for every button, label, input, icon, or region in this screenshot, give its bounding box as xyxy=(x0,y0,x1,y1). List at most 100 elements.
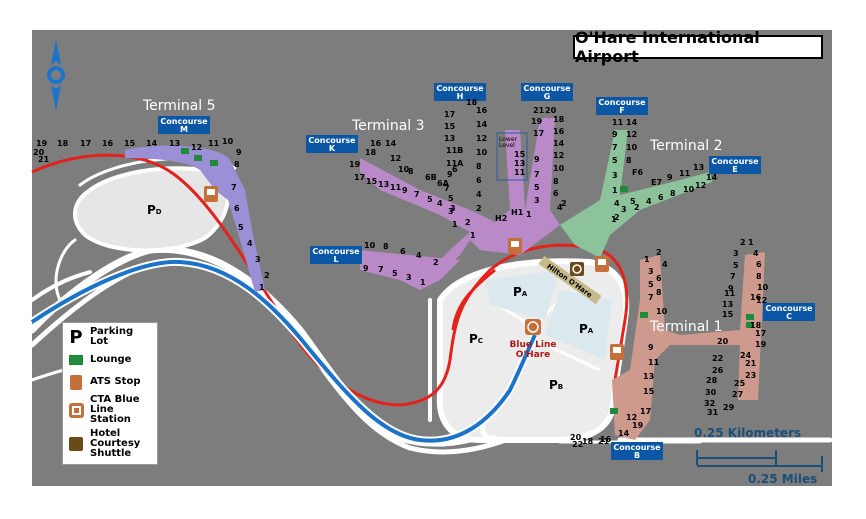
gate-t5: 12 xyxy=(191,143,202,152)
concourse-e-letter: E xyxy=(732,165,737,174)
gate-t5: 5 xyxy=(238,223,244,232)
lounge-icon xyxy=(210,160,218,166)
gate-h: 13 xyxy=(444,134,455,143)
gate-t5: 17 xyxy=(80,139,91,148)
gate-g: 1 xyxy=(526,210,532,219)
gate-g: 20 xyxy=(545,106,557,115)
gate-c: 1 xyxy=(748,238,754,247)
gate-h: 5 xyxy=(448,194,454,203)
scale-bar xyxy=(696,450,823,472)
gate-e: 12 xyxy=(695,181,706,190)
gate-b: 1 xyxy=(644,255,650,264)
gate-h: 8 xyxy=(476,162,482,171)
lounge-icon xyxy=(194,155,202,161)
gate-f: 4 xyxy=(614,199,620,208)
scale-km-label: 0.25 Kilometers xyxy=(694,426,802,440)
gate-k: 11 xyxy=(390,183,402,192)
gate-b: 20 xyxy=(570,433,582,442)
parking-icon: P xyxy=(69,326,83,348)
gate-t5: 21 xyxy=(38,155,50,164)
gate-g: 8 xyxy=(553,177,559,186)
gate-g: 9 xyxy=(534,155,540,164)
terminal-1-building xyxy=(612,252,765,440)
red-road-inner xyxy=(451,268,496,331)
parking-letters: PD PA PC PA PB xyxy=(147,203,594,392)
gate-h: 12 xyxy=(476,134,487,143)
compass-north-label: N xyxy=(52,53,60,64)
gate-k: 13 xyxy=(378,180,389,189)
terminal-5-label: Terminal 5 xyxy=(142,98,216,114)
gate-t5: 10 xyxy=(222,137,234,146)
gate-e: 8 xyxy=(670,189,676,198)
hotel-shuttle-marker xyxy=(570,262,584,276)
gate-k: 12 xyxy=(390,154,401,163)
gate-l: 3 xyxy=(406,273,412,282)
legend-row-ats: ATS Stop xyxy=(67,373,153,391)
gate-t5: 16 xyxy=(102,139,114,148)
gate-c: 24 xyxy=(740,351,752,360)
gate-e: 5 xyxy=(630,197,636,206)
gate-l: 9 xyxy=(363,264,369,273)
gate-f: 10 xyxy=(626,143,638,152)
gate-g: 11 xyxy=(514,168,526,177)
gate-c: 21 xyxy=(745,359,757,368)
gate-b: 6 xyxy=(656,274,662,283)
gate-c: 16 xyxy=(750,293,762,302)
concourse-k-letter: K xyxy=(329,144,336,153)
gate-g: 12 xyxy=(553,151,564,160)
gate-b: 7 xyxy=(648,293,654,302)
gate-b: 21 xyxy=(598,437,610,446)
gate-c: 9 xyxy=(728,284,734,293)
gate-f: 7 xyxy=(612,143,618,152)
gate-b: 17 xyxy=(640,407,651,416)
legend-text: Lounge xyxy=(90,354,132,365)
gate-e: 6 xyxy=(658,193,664,202)
gate-c: 23 xyxy=(745,371,756,380)
gate-c: 18 xyxy=(750,321,762,330)
gate-k: 6B xyxy=(425,173,437,182)
gate-h: 6 xyxy=(476,176,482,185)
gate-t5: 15 xyxy=(124,139,136,148)
gate-t5: 6 xyxy=(234,204,240,213)
gate-b: 9 xyxy=(648,343,654,352)
gate-c: 20 xyxy=(717,337,729,346)
gate-f: 1 xyxy=(612,186,618,195)
gate-c: 10 xyxy=(757,283,769,292)
compass-rose: N xyxy=(47,39,65,111)
gate-g: 19 xyxy=(531,117,543,126)
legend-row-parking: P Parking Lot xyxy=(67,326,153,348)
legend-text: Hotel Courtesy Shuttle xyxy=(90,428,141,459)
gate-b: 18 xyxy=(582,437,594,446)
gate-t5: 11 xyxy=(208,139,220,148)
gate-b: 22 xyxy=(572,440,583,449)
gate-f: 12 xyxy=(626,130,637,139)
gate-h: 14 xyxy=(476,120,488,129)
gate-c: 25 xyxy=(734,379,746,388)
terminal-1-label: Terminal 1 xyxy=(649,319,723,335)
gate-l: 6 xyxy=(400,247,406,256)
concourse-g-letter: G xyxy=(544,92,551,101)
gate-k: 17 xyxy=(354,173,365,182)
ats-stop-icon xyxy=(508,238,522,254)
gate-g: 13 xyxy=(514,159,525,168)
gate-b: 8 xyxy=(656,288,662,297)
gate-b: 2 xyxy=(656,248,662,257)
gate-l: 10 xyxy=(364,241,376,250)
gate-l: 1 xyxy=(420,278,426,287)
gate-c: 31 xyxy=(707,408,719,417)
terminal-5-building xyxy=(125,145,265,292)
lounge-icon xyxy=(746,314,754,320)
gate-c: 32 xyxy=(704,399,715,408)
gate-c: 17 xyxy=(755,329,766,338)
legend-text: CTA Blue Line Station xyxy=(90,394,140,425)
gate-g: 10 xyxy=(553,164,565,173)
gate-h: 11B xyxy=(446,146,463,155)
